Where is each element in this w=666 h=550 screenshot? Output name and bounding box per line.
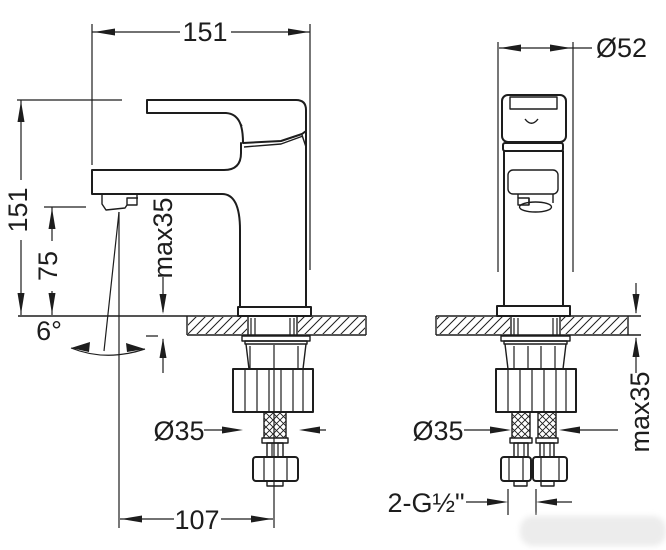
braided-hose-right [538,412,556,438]
dim-label-connection-thread: 2-G½" [387,488,464,518]
lever-handle-side [146,99,307,144]
hose-nut-front-left [500,456,532,482]
braided-hose-side [264,412,286,438]
dim-connection-thread: 2-G½" [387,488,572,518]
lever-mark [524,118,539,124]
dim-label-mount-hole-front: Ø35 [412,416,463,446]
fixing-assembly-side [232,335,314,487]
lever-top-inset [509,96,558,110]
spout-face-front [507,169,559,195]
dim-mount-hole-front: Ø35 [412,416,618,446]
dim-deck-thickness-front: max35 [625,283,655,453]
side-view [18,99,367,487]
deck-front [435,315,641,336]
base-flange-side [237,306,312,317]
dim-mount-hole-side: Ø35 [153,416,326,446]
dim-label-overall-height: 151 [3,187,33,232]
dim-label-deck-thickness-front: max35 [625,371,655,452]
shank-in-hole-side [250,318,295,335]
faucet-body-front [503,150,564,307]
dim-label-overall-depth: 151 [182,17,227,47]
hose-nut-side [252,456,299,482]
dim-deck-thickness-side: max35 [146,197,178,373]
front-view [435,94,641,487]
dim-spout-angle: 6° [36,211,146,356]
hose-nut-front-right [532,456,568,482]
dim-label-spout-height: 75 [33,251,63,281]
braided-hose-left [512,412,530,438]
dim-overall-depth: 151 [91,17,311,270]
lever-tip-notch [236,117,243,127]
dim-overall-height: 151 [3,99,122,315]
dim-label-spout-angle: 6° [36,316,62,346]
mounting-nut-front [495,368,577,413]
dim-label-mount-hole-side: Ø35 [153,416,204,446]
watermark [520,516,666,546]
faucet-body-side [91,131,307,308]
dim-spout-height: 75 [33,206,86,315]
dim-spout-reach: 107 [118,212,275,535]
aerator-front [517,194,554,213]
dim-label-body-diameter: Ø52 [596,33,647,63]
deck-side [18,315,367,336]
aerator-side [101,194,138,211]
base-flange-front [496,305,571,317]
dim-body-diameter: Ø52 [497,33,647,272]
fixing-assembly-front [495,335,577,487]
neck-ring-front [502,142,564,152]
dim-label-spout-reach: 107 [174,505,219,535]
shank-in-hole-front [513,318,558,335]
dim-label-deck-thickness-side: max35 [148,197,178,278]
